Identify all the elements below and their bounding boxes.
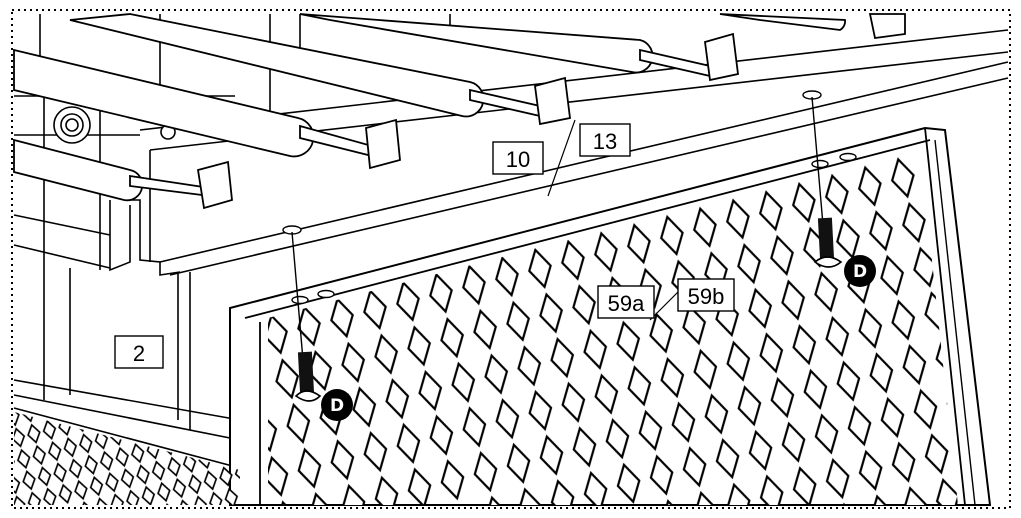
bolt-head-icon xyxy=(53,106,176,144)
leader-lines xyxy=(547,119,681,321)
unit-frame xyxy=(13,14,1009,505)
svg-text:D: D xyxy=(853,262,867,282)
screw-left-icon xyxy=(294,351,322,402)
svg-text:59a: 59a xyxy=(608,291,645,316)
callout-2: 2 xyxy=(114,335,164,369)
fastener-badge-right: D xyxy=(844,255,876,287)
callout-13: 13 xyxy=(579,123,631,157)
svg-text:D: D xyxy=(330,396,344,416)
grille-panel xyxy=(229,126,992,506)
rods xyxy=(13,13,906,210)
screw-right-icon xyxy=(813,217,843,268)
dotted-frame xyxy=(11,9,1011,509)
svg-text:59b: 59b xyxy=(688,284,725,309)
fastener-badge-left: D xyxy=(321,389,353,421)
svg-text:2: 2 xyxy=(133,341,145,366)
svg-text:10: 10 xyxy=(506,147,530,172)
callout-59b: 59b xyxy=(677,278,735,312)
callout-59a: 59a xyxy=(597,285,655,319)
svg-text:13: 13 xyxy=(593,129,617,154)
callout-10: 10 xyxy=(492,141,544,175)
